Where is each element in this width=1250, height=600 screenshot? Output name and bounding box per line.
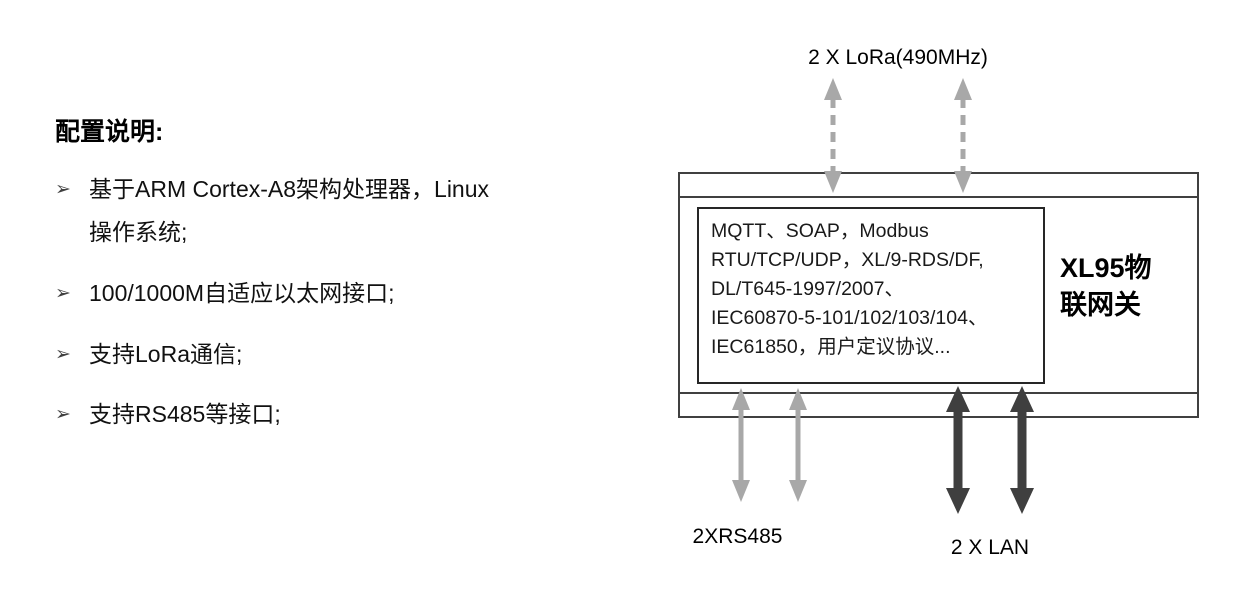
- arrowhead-bullet-icon: ➢: [55, 344, 71, 365]
- gateway-top-divider-line: [678, 196, 1199, 198]
- arrow-down-head-icon: [946, 488, 970, 514]
- arrow-down-head-icon: [789, 480, 807, 502]
- arrow-down-head-icon: [732, 480, 750, 502]
- gateway-outer-box: [678, 172, 1199, 418]
- protocol-line: IEC61850，用户定议协议...: [711, 336, 951, 358]
- config-item-ethernet: ➢ 100/1000M自适应以太网接口;: [55, 272, 394, 315]
- config-item-line: 100/1000M自适应以太网接口;: [89, 280, 395, 306]
- protocol-line: DL/T645-1997/2007、: [711, 278, 904, 300]
- config-item-text: 支持RS485等接口;: [89, 393, 281, 436]
- lan-ports-label: 2 X LAN: [950, 536, 1030, 559]
- protocol-line: RTU/TCP/UDP，XL/9-RDS/DF,: [711, 249, 984, 271]
- config-item-line: 支持LoRa通信;: [89, 341, 243, 367]
- config-item-line: 支持RS485等接口;: [89, 401, 281, 427]
- protocol-list-box: MQTT、SOAP，Modbus RTU/TCP/UDP，XL/9-RDS/DF…: [697, 207, 1045, 384]
- config-item-rs485: ➢ 支持RS485等接口;: [55, 393, 281, 436]
- protocol-line: MQTT、SOAP，Modbus: [711, 220, 929, 242]
- device-name-line: 联网关: [1060, 290, 1141, 320]
- arrowhead-bullet-icon: ➢: [55, 404, 71, 425]
- config-title: 配置说明:: [55, 118, 164, 146]
- config-item-text: 基于ARM Cortex-A8架构处理器，Linux 操作系统;: [89, 168, 489, 254]
- config-item-line: 操作系统;: [89, 219, 188, 245]
- device-name: XL95物 联网关: [1060, 250, 1152, 324]
- gateway-bottom-divider-line: [678, 392, 1199, 394]
- config-item-text: 100/1000M自适应以太网接口;: [89, 272, 394, 315]
- arrowhead-bullet-icon: ➢: [55, 283, 71, 304]
- arrow-up-head-icon: [954, 78, 972, 100]
- config-item-cpu: ➢ 基于ARM Cortex-A8架构处理器，Linux 操作系统;: [55, 168, 489, 254]
- lora-ports-label: 2 X LoRa(490MHz): [808, 46, 988, 69]
- device-name-line: XL95物: [1060, 253, 1152, 283]
- rs485-ports-label: 2XRS485: [692, 525, 783, 548]
- arrowhead-bullet-icon: ➢: [55, 179, 71, 200]
- protocol-line: IEC60870-5-101/102/103/104、: [711, 307, 988, 329]
- config-item-lora: ➢ 支持LoRa通信;: [55, 333, 242, 376]
- config-item-line: 基于ARM Cortex-A8架构处理器，Linux: [89, 176, 490, 202]
- config-item-text: 支持LoRa通信;: [89, 333, 242, 376]
- arrow-down-head-icon: [1010, 488, 1034, 514]
- arrow-up-head-icon: [824, 78, 842, 100]
